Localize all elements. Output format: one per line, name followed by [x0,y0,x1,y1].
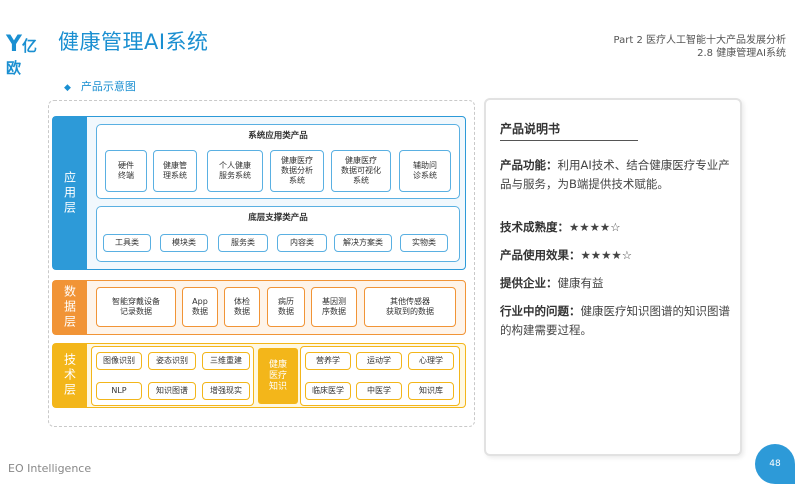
app-product-box: 硬件 终端 [105,150,147,192]
app-product-box: 辅助问 诊系统 [399,150,451,192]
knowledge-box: 知识库 [408,382,454,400]
manual-problem: 行业中的问题：健康医疗知识图谱的知识图谱的构建需要过程。 [500,304,730,337]
app-products-title: 系统应用类产品 [248,131,308,141]
manual-function: 产品功能：利用AI技术、结合健康医疗专业产品与服务，为B端提供技术赋能。 [500,158,730,191]
manual-title: 产品说明书 [500,122,561,136]
knowledge-box: 心理学 [408,352,454,370]
app-product-box: 健康管 理系统 [153,150,197,192]
data-source-box: 基因测 序数据 [311,287,357,327]
maturity-rating: ★★★★☆ [569,220,621,234]
page-title: 健康管理AI系统 [58,30,209,54]
logo: Y亿欧 [6,32,37,78]
knowledge-box: 中医学 [356,382,402,400]
data-source-box: 病历 数据 [267,287,305,327]
support-product-box: 实物类 [400,234,448,252]
section-line-1: Part 2 医疗人工智能十大产品发展分析 [613,35,786,46]
diagram-frame [48,100,475,427]
knowledge-box: 临床医学 [305,382,351,400]
tech-method-box: NLP [96,382,142,400]
manual-maturity: 技术成熟度：★★★★☆ [500,220,621,234]
tech-method-box: 增强现实 [202,382,250,400]
tech-method-box: 图像识别 [96,352,142,370]
footer-brand: EO Intelligence [8,462,92,475]
data-source-box: 智能穿戴设备 记录数据 [96,287,176,327]
manual-company: 提供企业：健康有益 [500,276,604,290]
tech-method-box: 三维重建 [202,352,250,370]
data-source-box: 体检 数据 [224,287,260,327]
support-products-title: 底层支撑类产品 [248,213,308,223]
tech-method-box: 知识图谱 [148,382,196,400]
app-product-box: 健康医疗 数据分析 系统 [270,150,324,192]
support-product-box: 解决方案类 [334,234,392,252]
knowledge-box: 运动学 [356,352,402,370]
health-knowledge-label: 健康 医疗 知识 [258,348,298,404]
app-layer-label: 应用层 [53,117,87,269]
knowledge-box: 营养学 [305,352,351,370]
section-header: Part 2 医疗人工智能十大产品发展分析 2.8 健康管理AI系统 [614,34,786,60]
page-number-badge: 48 [755,444,795,484]
effect-rating: ★★★★☆ [580,248,633,262]
data-source-box: 其他传感器 获取到的数据 [364,287,456,327]
support-product-box: 模块类 [160,234,208,252]
support-product-box: 服务类 [218,234,268,252]
support-product-box: 工具类 [103,234,151,252]
diagram-subtitle: ◆产品示意图 [64,80,136,93]
app-product-box: 个人健康 服务系统 [207,150,263,192]
app-product-box: 健康医疗 数据可视化 系统 [331,150,391,192]
data-layer-label: 数据层 [53,281,87,334]
product-manual-card: 产品说明书 产品功能：利用AI技术、结合健康医疗专业产品与服务，为B端提供技术赋… [484,98,742,456]
tech-method-box: 姿态识别 [148,352,196,370]
data-source-box: App 数据 [182,287,218,327]
manual-effect: 产品使用效果：★★★★☆ [500,248,633,262]
diamond-bullet-icon: ◆ [64,83,71,93]
support-product-box: 内容类 [277,234,327,252]
tech-layer-label: 技术层 [53,344,87,407]
section-line-2: 2.8 健康管理AI系统 [697,48,786,59]
manual-divider [500,140,638,141]
